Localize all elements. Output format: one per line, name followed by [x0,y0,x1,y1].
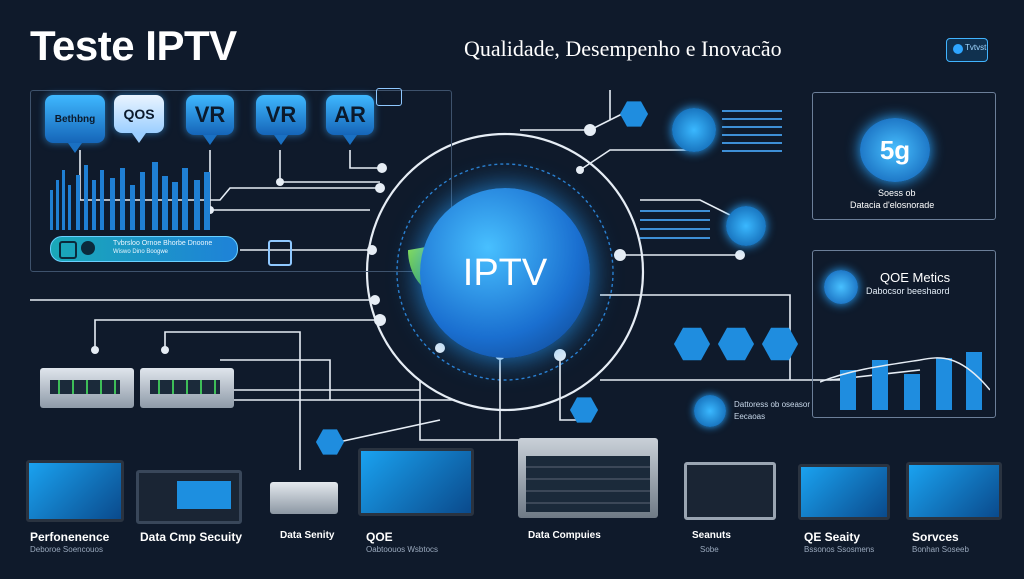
traffic-bars [50,162,210,230]
left-panel [30,90,452,272]
caption-performance: Perfonenence [30,530,110,544]
caption-services-sub: Bonhan Soseeb [912,545,969,554]
caption-qoe-sub: Oabtoouos Wsbtocs [366,545,439,554]
chip-icon [726,206,766,246]
corner-badge[interactable]: Tvtvst [946,38,988,62]
router-icon [59,241,77,259]
callout-ar[interactable]: AR [326,95,374,145]
database-icon [694,395,726,427]
device-server-5[interactable] [518,438,658,518]
status-bar[interactable]: Tvbrsloo Ornoe Bhorbe Dnoone Wiswo Dino … [50,236,238,262]
iptv-core[interactable]: IPTV [420,188,590,358]
mid-caption: Dattoress ob oseasor [734,400,811,409]
device-laptop-8[interactable] [906,462,1002,520]
shield-icon [81,241,95,255]
caption-seanuts: Seanuts [692,530,731,541]
mid-caption-2: Eecaoas [734,412,766,421]
qoe-shield-icon [824,270,858,304]
device-tv-4[interactable] [358,448,474,516]
chip-hex-icon [674,327,710,361]
qoe-title: QOE Metics [880,270,951,285]
caption-qe-seaity-sub: Bssonos Ssosmens [804,545,875,554]
qoe-chart [820,352,990,410]
caption-data-security: Data Cmp Secuity [140,530,243,544]
page-subtitle: Qualidade, Desempenho e Inovacão [464,36,782,61]
device-laptop-7[interactable] [798,464,890,520]
device-monitor-1[interactable] [26,460,124,522]
callout-vr-1[interactable]: VR [186,95,234,145]
callout-bethbng[interactable]: Bethbng [45,95,105,153]
cloud-hex-icon [718,327,754,361]
network-switch-1[interactable] [40,368,134,408]
qoe-subtitle: Dabocsor beeshaord [866,286,950,296]
storage-hex-icon [620,101,648,127]
5g-line-1: Soess ob [878,188,916,198]
chat-icon [953,44,963,54]
callout-vr-2[interactable]: VR [256,95,306,145]
5g-badge: 5g [860,118,930,182]
5g-panel[interactable] [812,92,996,220]
qoe-panel[interactable] [812,250,996,418]
antenna-icon [672,108,716,152]
caption-qoe: QOE [366,530,393,544]
callout-qos[interactable]: QOS [114,95,164,143]
page-title: Teste IPTV [30,22,237,69]
caption-seanuts-sub: Sobe [700,545,719,554]
device-laptop-2[interactable] [136,470,242,524]
device-laptop-6[interactable] [684,462,776,520]
caption-data-compuies: Data Compuies [528,530,601,541]
caption-data-senity: Data Senity [280,530,335,541]
5g-line-2: Datacia d'elosnorade [850,200,935,210]
caption-performance-sub: Deboroe Soencouos [30,545,103,554]
device-box-3[interactable] [270,482,338,514]
shield-hex-icon [570,397,598,423]
server-hex-icon [762,327,798,361]
router-small-icon [268,240,292,266]
mid-label-bars [640,210,710,240]
network-switch-2[interactable] [140,368,234,408]
caption-services: Sorvces [912,530,959,544]
antenna-labels [722,110,782,158]
network-node-icon [376,88,402,106]
caption-qe-seaity: QE Seaity [804,530,861,544]
